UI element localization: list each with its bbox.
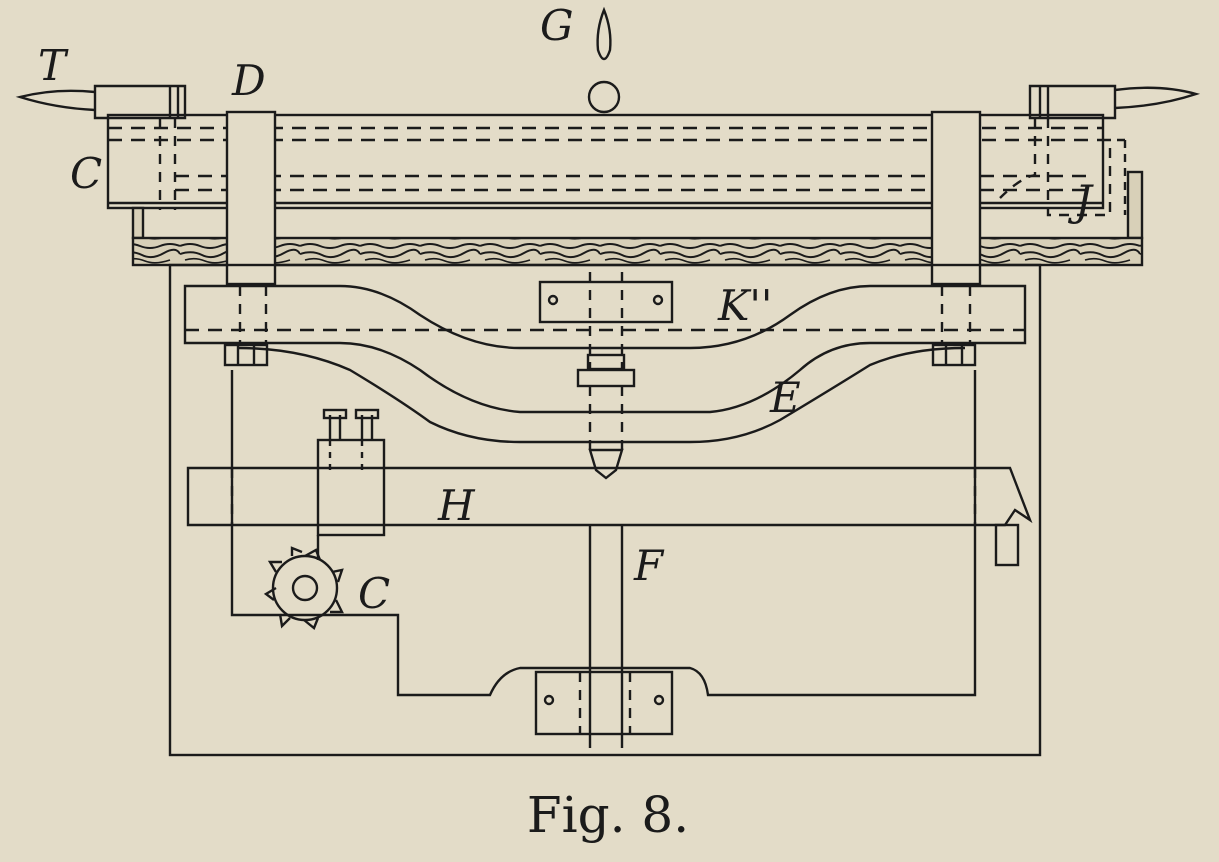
frame <box>168 263 1042 757</box>
inner-cradle <box>230 370 977 697</box>
left-post <box>225 110 277 345</box>
label-lower-center: F <box>633 541 665 590</box>
figure-caption: Fig. 8. <box>527 786 689 844</box>
curved-arm <box>237 346 966 444</box>
clamp <box>316 408 386 560</box>
right-nut <box>931 343 977 367</box>
label-upper-right: K'' <box>717 281 772 330</box>
label-top-left: T <box>38 41 69 90</box>
label-left-side: C <box>70 149 102 198</box>
label-middle-left: H <box>437 481 476 530</box>
left-nut <box>223 343 269 367</box>
right-handle <box>999 84 1201 217</box>
label-right-side: J <box>1067 176 1094 225</box>
label-upper-left: D <box>231 56 266 105</box>
top-knob <box>587 6 621 114</box>
upper-crossbeam <box>183 284 1027 414</box>
label-top-center: G <box>540 1 574 50</box>
left-handle <box>15 84 187 210</box>
center-spindle <box>534 272 674 748</box>
right-post <box>930 110 982 345</box>
label-middle-right: E <box>769 373 801 422</box>
wood-board <box>131 170 1144 267</box>
ratchet-wheel <box>263 546 344 630</box>
label-lower-left: C <box>358 569 390 618</box>
